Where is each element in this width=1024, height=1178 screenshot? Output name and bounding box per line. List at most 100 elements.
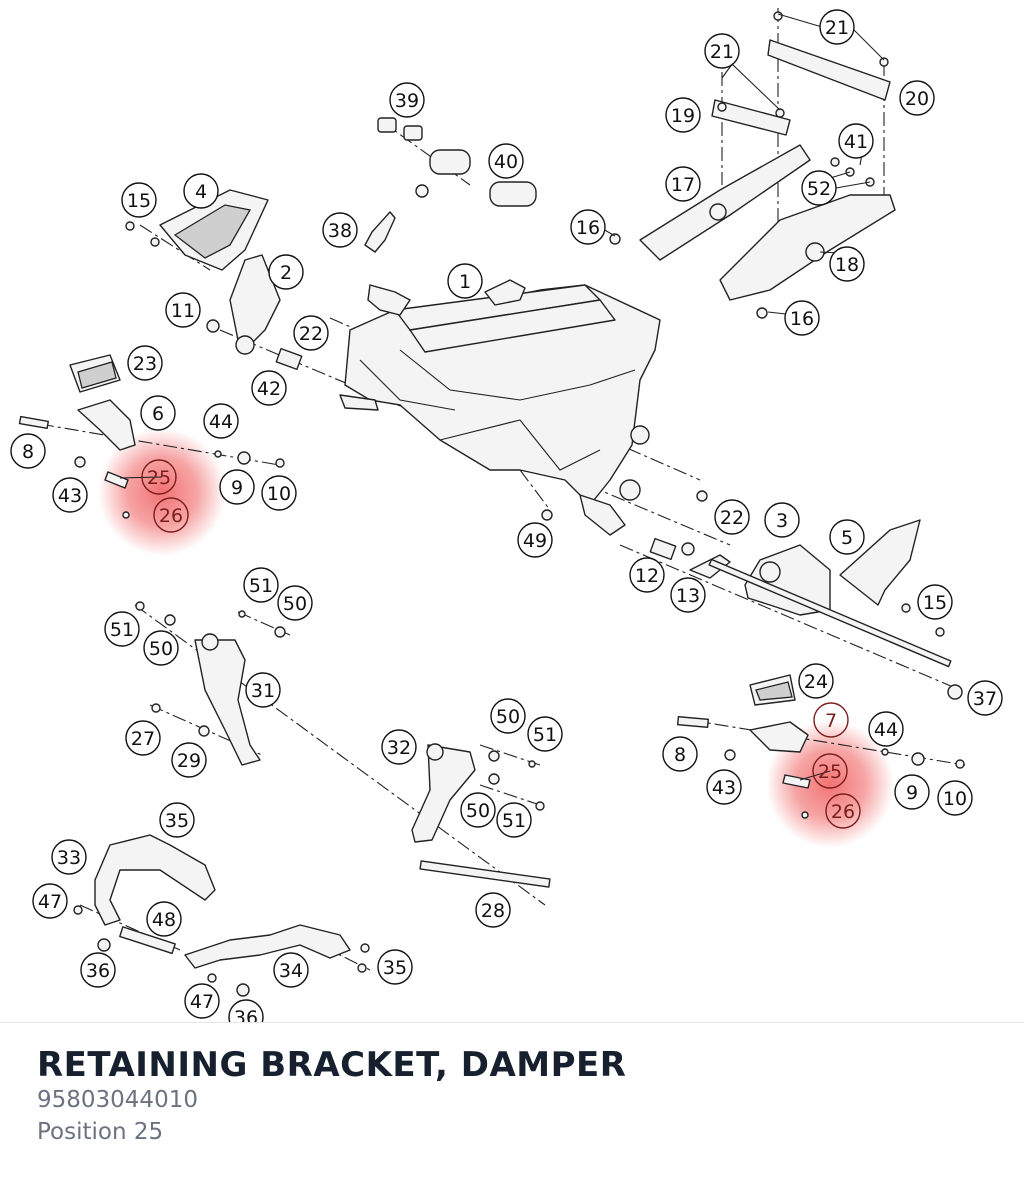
callout-51[interactable]: 51 [496, 802, 532, 838]
callout-36[interactable]: 36 [228, 999, 264, 1022]
svg-text:50: 50 [496, 706, 520, 728]
callout-31[interactable]: 31 [245, 672, 281, 708]
callout-42[interactable]: 42 [251, 370, 287, 406]
callout-50[interactable]: 50 [460, 792, 496, 828]
svg-text:9: 9 [906, 782, 918, 804]
callout-9[interactable]: 9 [894, 774, 930, 810]
callout-43[interactable]: 43 [706, 769, 742, 805]
callout-8[interactable]: 8 [10, 433, 46, 469]
svg-text:38: 38 [328, 220, 352, 242]
svg-text:40: 40 [494, 151, 518, 173]
callout-2[interactable]: 2 [268, 254, 304, 290]
callout-26-highlighted[interactable]: 26 [825, 793, 861, 829]
callout-28[interactable]: 28 [475, 892, 511, 928]
callout-10[interactable]: 10 [261, 475, 297, 511]
svg-text:49: 49 [523, 530, 547, 552]
callout-51[interactable]: 51 [243, 567, 279, 603]
callout-43[interactable]: 43 [52, 477, 88, 513]
callout-26-highlighted[interactable]: 26 [153, 497, 189, 533]
svg-text:5: 5 [841, 527, 853, 549]
callout-16[interactable]: 16 [570, 209, 606, 245]
callout-35[interactable]: 35 [377, 949, 413, 985]
callout-22[interactable]: 22 [714, 499, 750, 535]
svg-text:17: 17 [671, 174, 695, 196]
callout-24[interactable]: 24 [798, 663, 834, 699]
svg-text:51: 51 [502, 810, 526, 832]
rear-subframe [609, 11, 896, 319]
callout-21[interactable]: 21 [819, 9, 855, 45]
svg-text:50: 50 [283, 593, 307, 615]
callout-8[interactable]: 8 [662, 736, 698, 772]
callout-35[interactable]: 35 [159, 802, 195, 838]
callout-1[interactable]: 1 [447, 263, 483, 299]
callout-50[interactable]: 50 [277, 585, 313, 621]
callout-36[interactable]: 36 [80, 952, 116, 988]
callout-50[interactable]: 50 [143, 630, 179, 666]
svg-text:24: 24 [804, 671, 828, 693]
callout-41[interactable]: 41 [838, 123, 874, 159]
callout-9[interactable]: 9 [219, 469, 255, 505]
callout-20[interactable]: 20 [899, 80, 935, 116]
svg-text:42: 42 [257, 378, 281, 400]
callout-12[interactable]: 12 [629, 557, 665, 593]
callout-50[interactable]: 50 [490, 698, 526, 734]
callout-6[interactable]: 6 [140, 395, 176, 431]
callout-34[interactable]: 34 [273, 952, 309, 988]
callout-25-highlighted[interactable]: 25 [812, 753, 848, 789]
svg-text:16: 16 [790, 308, 814, 330]
svg-text:23: 23 [133, 353, 157, 375]
callout-16[interactable]: 16 [784, 300, 820, 336]
callout-27[interactable]: 27 [125, 720, 161, 756]
svg-text:15: 15 [127, 190, 151, 212]
callout-7[interactable]: 7 [813, 702, 849, 738]
svg-text:36: 36 [86, 960, 110, 982]
svg-text:33: 33 [57, 847, 81, 869]
callout-3[interactable]: 3 [764, 502, 800, 538]
callout-51[interactable]: 51 [527, 716, 563, 752]
svg-text:32: 32 [387, 737, 411, 759]
callout-17[interactable]: 17 [665, 166, 701, 202]
callout-32[interactable]: 32 [381, 729, 417, 765]
svg-text:48: 48 [152, 909, 176, 931]
callout-5[interactable]: 5 [829, 519, 865, 555]
svg-text:27: 27 [131, 728, 155, 750]
callout-15[interactable]: 15 [917, 584, 953, 620]
callout-39[interactable]: 39 [389, 82, 425, 118]
callout-25-highlighted[interactable]: 25 [141, 459, 177, 495]
svg-text:6: 6 [152, 403, 164, 425]
callout-51[interactable]: 51 [104, 611, 140, 647]
callout-23[interactable]: 23 [127, 345, 163, 381]
svg-text:44: 44 [209, 411, 233, 433]
callout-11[interactable]: 11 [165, 292, 201, 328]
svg-text:26: 26 [831, 801, 855, 823]
callout-52[interactable]: 52 [801, 170, 837, 206]
svg-text:26: 26 [159, 505, 183, 527]
svg-text:15: 15 [923, 592, 947, 614]
callout-37[interactable]: 37 [967, 680, 1003, 716]
svg-text:52: 52 [807, 178, 831, 200]
svg-text:7: 7 [825, 710, 837, 732]
callout-44[interactable]: 44 [868, 711, 904, 747]
callout-10[interactable]: 10 [937, 780, 973, 816]
svg-text:25: 25 [147, 467, 171, 489]
callout-19[interactable]: 19 [665, 97, 701, 133]
svg-text:44: 44 [874, 719, 898, 741]
callout-38[interactable]: 38 [322, 212, 358, 248]
svg-text:37: 37 [973, 688, 997, 710]
part-info-panel: RETAINING BRACKET, DAMPER 95803044010 Po… [0, 1022, 1024, 1178]
callout-15[interactable]: 15 [121, 182, 157, 218]
callout-13[interactable]: 13 [670, 577, 706, 613]
callout-21[interactable]: 21 [704, 33, 740, 69]
callout-47[interactable]: 47 [184, 983, 220, 1019]
callout-29[interactable]: 29 [171, 742, 207, 778]
callout-44[interactable]: 44 [203, 403, 239, 439]
callout-4[interactable]: 4 [183, 173, 219, 209]
callout-49[interactable]: 49 [517, 522, 553, 558]
callout-18[interactable]: 18 [829, 246, 865, 282]
callout-40[interactable]: 40 [488, 143, 524, 179]
svg-text:12: 12 [635, 565, 659, 587]
callout-48[interactable]: 48 [146, 901, 182, 937]
callout-33[interactable]: 33 [51, 839, 87, 875]
callout-22[interactable]: 22 [293, 315, 329, 351]
callout-47[interactable]: 47 [32, 883, 68, 919]
